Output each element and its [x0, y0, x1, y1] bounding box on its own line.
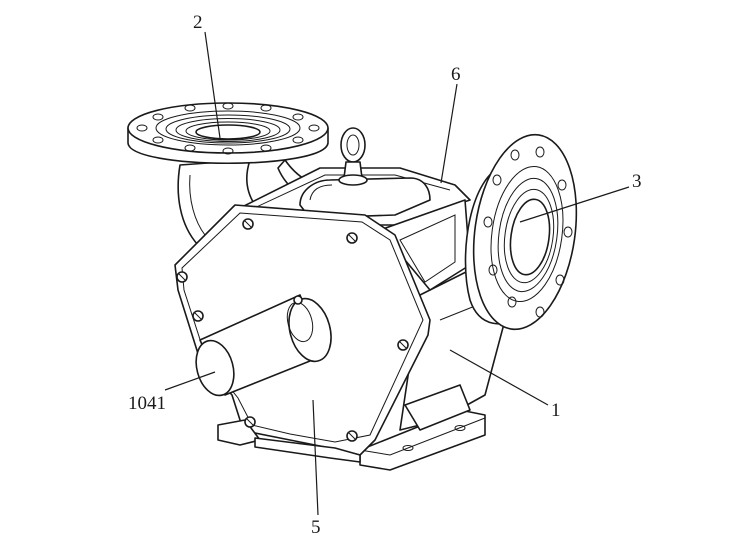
label-3: 3 [632, 171, 642, 192]
label-6: 6 [451, 64, 461, 85]
screw-set [176, 218, 409, 442]
label-2: 2 [193, 12, 203, 33]
drive-shaft [195, 294, 332, 397]
right-flange [464, 133, 578, 331]
reference-labels: 2 6 3 1041 1 5 [128, 12, 642, 538]
leader-lines [164, 31, 630, 516]
label-1: 1 [551, 400, 561, 421]
top-flange [127, 102, 329, 165]
label-1041: 1041 [128, 393, 166, 414]
label-5: 5 [311, 517, 321, 538]
